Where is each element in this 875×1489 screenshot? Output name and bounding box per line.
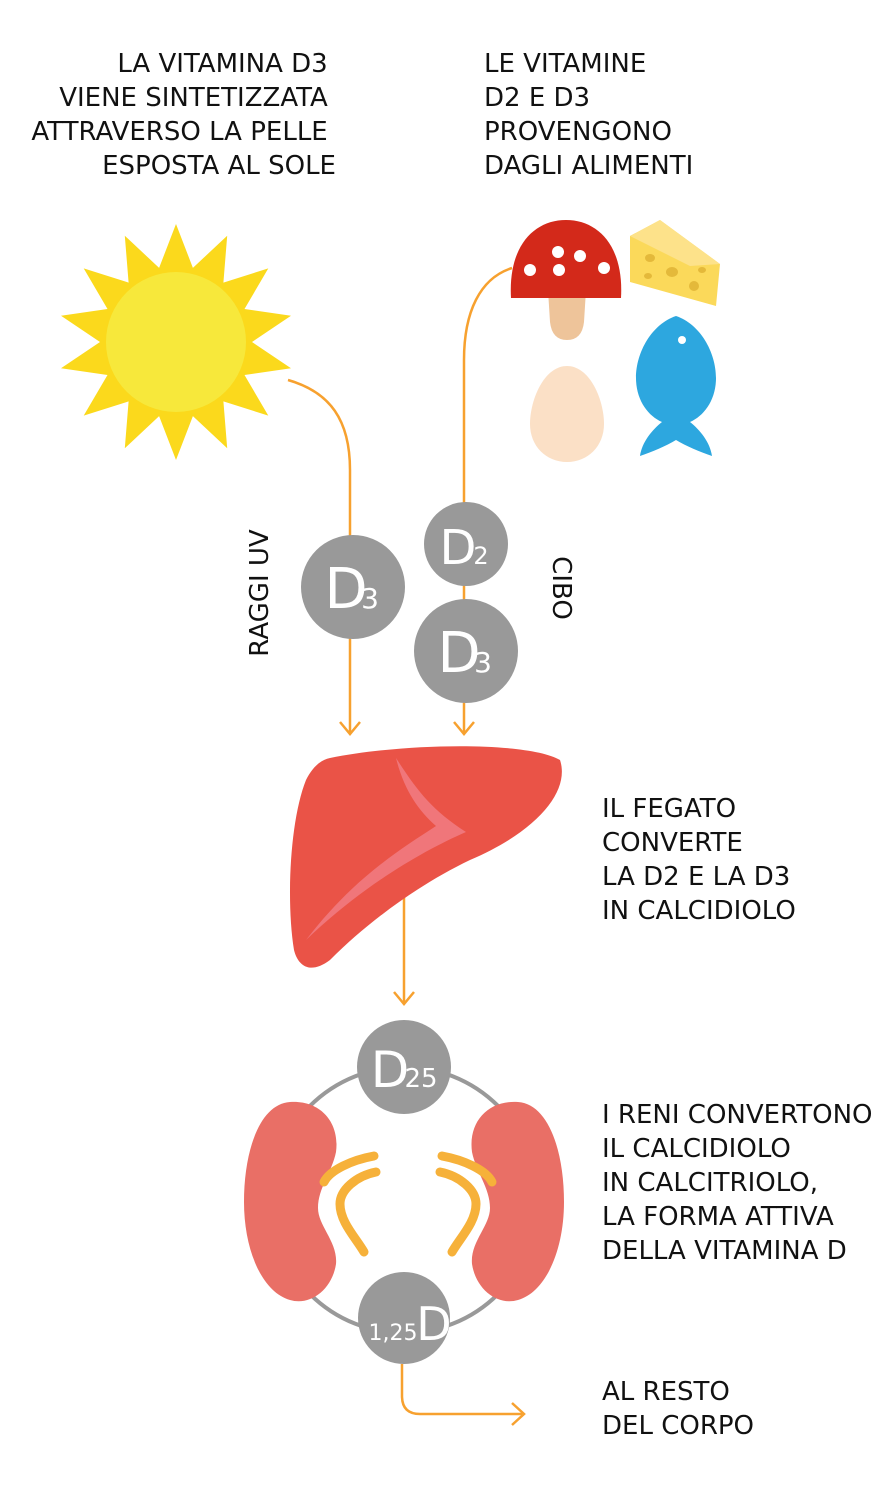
- body-caption: AL RESTO DEL CORPO: [602, 1377, 754, 1441]
- sun-caption: LA VITAMINA D3 VIENE SINTETIZZATA ATTRAV…: [31, 49, 336, 181]
- food-to-liver-line: [462, 266, 513, 733]
- to-body-line: [400, 1364, 522, 1416]
- svg-text:2: 2: [473, 542, 488, 570]
- fish-icon: [636, 316, 716, 456]
- right-kidney-icon: [435, 1101, 564, 1302]
- sun-to-liver-line: [287, 378, 352, 733]
- svg-text:3: 3: [361, 582, 379, 615]
- liver-caption: IL FEGATO CONVERTE LA D2 E LA D3 IN CALC…: [602, 794, 799, 926]
- food-arrow-head: [453, 721, 475, 736]
- d3-food-badge: D 3: [414, 599, 518, 703]
- svg-text:D: D: [437, 621, 480, 686]
- sun-icon: [61, 224, 291, 460]
- uv-label: RAGGI UV: [245, 529, 275, 657]
- d125-badge: 1,25 D: [358, 1272, 452, 1364]
- egg-icon: [530, 366, 604, 462]
- svg-text:D: D: [440, 520, 477, 576]
- d25-badge: D 25: [357, 1020, 451, 1114]
- svg-text:1,25: 1,25: [369, 1321, 418, 1346]
- svg-text:D: D: [324, 557, 367, 622]
- liver-icon: [290, 746, 562, 968]
- flow-arrows: [287, 266, 526, 1426]
- food-caption: LE VITAMINE D2 E D3 PROVENGONO DAGLI ALI…: [484, 49, 693, 181]
- food-label: CIBO: [546, 556, 576, 620]
- kidney-caption: I RENI CONVERTONO IL CALCIDIOLO IN CALCI…: [602, 1100, 875, 1266]
- svg-text:D: D: [416, 1297, 451, 1351]
- mushroom-icon: [510, 220, 622, 340]
- d3-sun-badge: D 3: [301, 535, 405, 639]
- d2-food-badge: D 2: [424, 502, 508, 586]
- liver-arrow-head: [393, 991, 415, 1006]
- svg-text:25: 25: [404, 1064, 437, 1094]
- cheese-icon: [630, 220, 720, 306]
- svg-text:D: D: [371, 1041, 410, 1099]
- sun-arrow-head: [339, 721, 361, 736]
- svg-text:3: 3: [474, 646, 492, 679]
- left-kidney-icon: [244, 1101, 381, 1302]
- body-arrow-head: [511, 1402, 526, 1426]
